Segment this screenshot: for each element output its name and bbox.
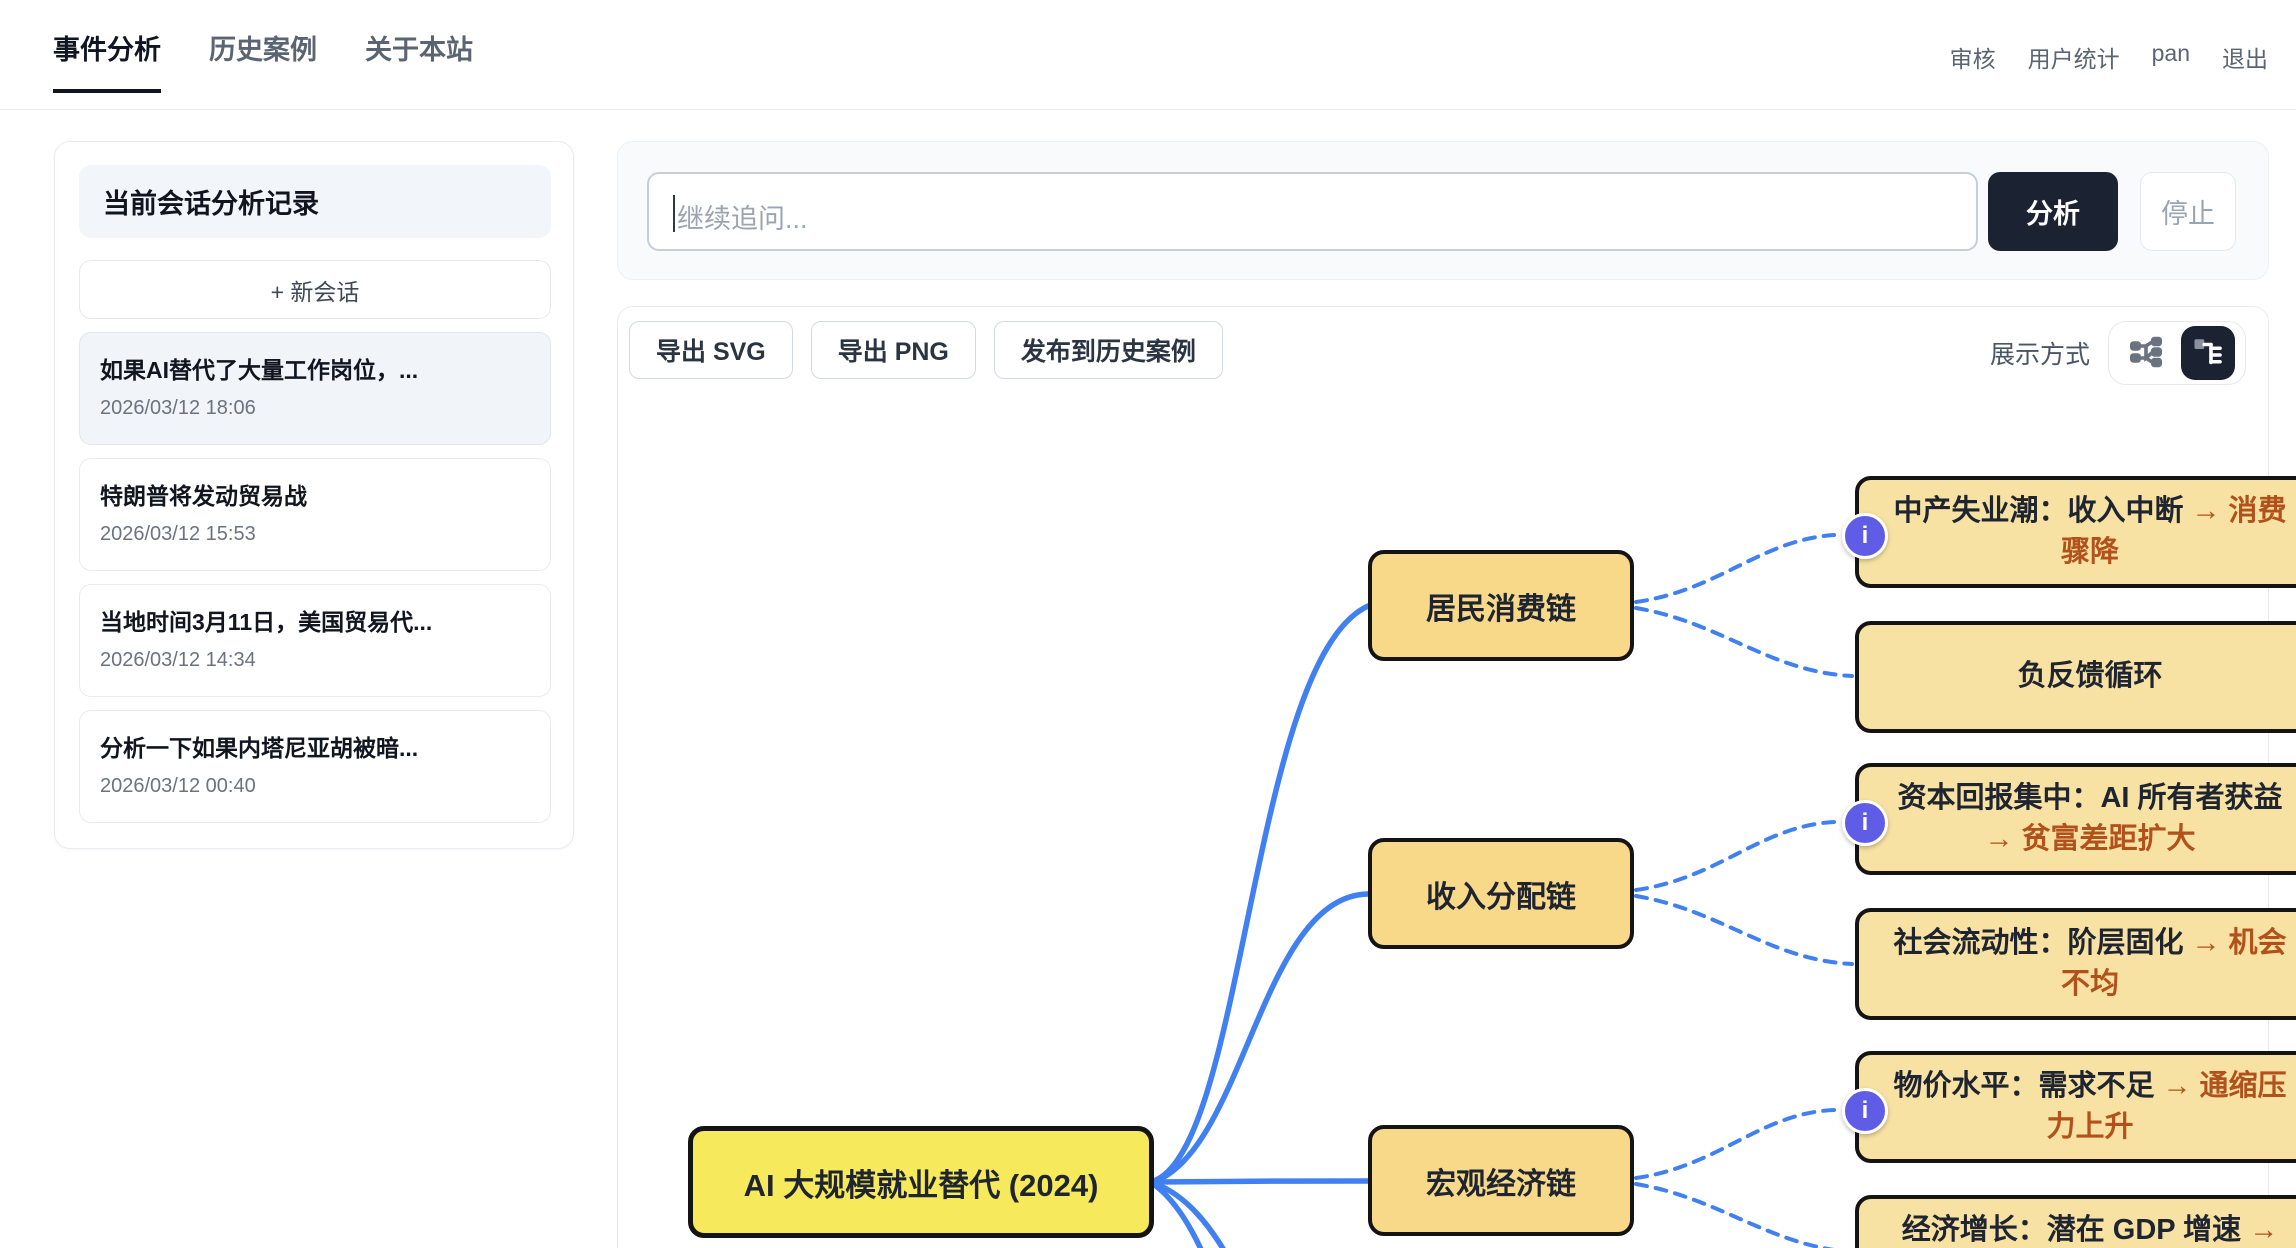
leaf-text: 经济增长：潜在 GDP 增速 → 短 (1901, 1213, 2279, 1246)
primary-nav: 事件分析 历史案例 关于本站 (53, 28, 473, 93)
new-session-button[interactable]: + 新会话 (79, 260, 551, 319)
leaf-text: 负反馈循环 (2017, 660, 2163, 693)
leaf-text: 社会流动性：阶层固化 → 机会不均 (1893, 926, 2287, 1000)
display-mode-toggle (2108, 321, 2246, 385)
followup-input[interactable]: 继续追问... (647, 172, 1978, 251)
mindmap-root-node[interactable]: AI 大规模就业替代 (2024) (688, 1126, 1154, 1238)
tree-view-icon (2190, 334, 2226, 373)
leaf-node[interactable]: 经济增长：潜在 GDP 增速 → 短 (1855, 1195, 2296, 1248)
graph-view-button[interactable] (2119, 326, 2173, 380)
nav-link-logout[interactable]: 退出 (2222, 46, 2268, 72)
export-png-button[interactable]: 导出 PNG (810, 321, 976, 379)
session-item[interactable]: 特朗普将发动贸易战 2026/03/12 15:53 (79, 458, 551, 571)
export-toolbar: 导出 SVG 导出 PNG 发布到历史案例 (629, 321, 1223, 379)
secondary-nav: 审核 用户统计 pan 退出 (1950, 40, 2268, 74)
sidebar-title: 当前会话分析记录 (79, 165, 551, 238)
session-sidebar: 当前会话分析记录 + 新会话 如果AI替代了大量工作岗位，... 2026/03… (54, 141, 574, 849)
tab-about[interactable]: 关于本站 (365, 35, 473, 65)
graph-view-icon (2128, 334, 2164, 373)
branch-node-macro[interactable]: 宏观经济链 (1368, 1125, 1634, 1236)
branch-node-consumption[interactable]: 居民消费链 (1368, 550, 1634, 661)
info-badge-icon[interactable]: i (1842, 1088, 1888, 1134)
session-timestamp: 2026/03/12 18:06 (100, 397, 256, 419)
session-timestamp: 2026/03/12 00:40 (100, 775, 256, 797)
top-nav: 事件分析 历史案例 关于本站 审核 用户统计 pan 退出 (0, 0, 2296, 110)
session-timestamp: 2026/03/12 14:34 (100, 649, 256, 671)
text-caret (673, 195, 675, 232)
session-title: 如果AI替代了大量工作岗位，... (100, 357, 419, 383)
display-mode-area: 展示方式 (1990, 321, 2246, 385)
tab-event-analysis[interactable]: 事件分析 (53, 28, 161, 93)
session-item[interactable]: 当地时间3月11日，美国贸易代... 2026/03/12 14:34 (79, 584, 551, 697)
stop-button[interactable]: 停止 (2140, 172, 2236, 251)
branch-node-income[interactable]: 收入分配链 (1368, 838, 1634, 949)
session-item[interactable]: 分析一下如果内塔尼亚胡被暗... 2026/03/12 00:40 (79, 710, 551, 823)
session-title: 特朗普将发动贸易战 (100, 483, 307, 509)
nav-link-review[interactable]: 审核 (1949, 46, 1996, 72)
leaf-node[interactable]: i 中产失业潮：收入中断 → 消费骤降 (1842, 476, 2296, 588)
leaf-node[interactable]: 负反馈循环 (1855, 621, 2296, 733)
session-item[interactable]: 如果AI替代了大量工作岗位，... 2026/03/12 18:06 (79, 332, 551, 445)
tab-history-cases[interactable]: 历史案例 (209, 35, 317, 65)
info-badge-icon[interactable]: i (1842, 513, 1888, 559)
query-card: 继续追问... 分析 停止 (617, 141, 2269, 280)
tree-view-button[interactable] (2181, 326, 2235, 380)
nav-link-user-stats[interactable]: 用户统计 (2027, 46, 2120, 72)
leaf-node[interactable]: i 物价水平：需求不足 → 通缩压力上升 (1842, 1051, 2296, 1163)
session-timestamp: 2026/03/12 15:53 (100, 523, 256, 545)
leaf-node[interactable]: i 资本回报集中：AI 所有者获益 → 贫富差距扩大 (1842, 763, 2296, 875)
nav-link-username[interactable]: pan (2151, 40, 2190, 66)
leaf-node[interactable]: 社会流动性：阶层固化 → 机会不均 (1855, 908, 2296, 1020)
publish-history-button[interactable]: 发布到历史案例 (993, 321, 1223, 379)
display-mode-label: 展示方式 (1989, 341, 2090, 369)
export-svg-button[interactable]: 导出 SVG (629, 321, 793, 379)
session-title: 当地时间3月11日，美国贸易代... (100, 609, 433, 635)
info-badge-icon[interactable]: i (1842, 800, 1888, 846)
leaf-text: 中产失业潮：收入中断 → 消费骤降 (1893, 494, 2287, 568)
session-title: 分析一下如果内塔尼亚胡被暗... (100, 735, 419, 761)
analyze-button[interactable]: 分析 (1988, 172, 2118, 251)
leaf-text: 资本回报集中：AI 所有者获益 → 贫富差距扩大 (1897, 781, 2283, 855)
followup-placeholder: 继续追问... (677, 204, 808, 234)
leaf-text: 物价水平：需求不足 → 通缩压力上升 (1893, 1069, 2287, 1143)
